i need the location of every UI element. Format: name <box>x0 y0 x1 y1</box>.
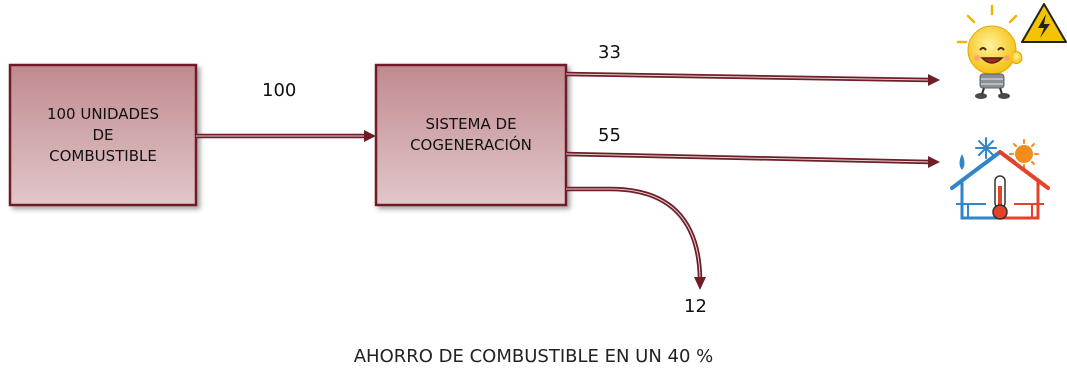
fuel-units-label-line-1: 100 UNIDADES <box>46 104 160 123</box>
heat-flow-arrow <box>565 151 940 168</box>
cogeneration-system-box-label: SISTEMA DE COGENERACIÓN <box>376 65 566 205</box>
fuel-units-box-label: 100 UNIDADES DE COMBUSTIBLE <box>10 65 196 205</box>
electricity-flow-value: 33 <box>598 42 621 63</box>
house-with-sun-snowflake-thermometer-icon <box>950 137 1050 220</box>
losses-flow-arrow <box>566 186 706 290</box>
smiling-lightbulb-with-high-voltage-sign-icon <box>956 3 1067 99</box>
system-label-line-1: SISTEMA DE <box>425 115 517 133</box>
fuel-units-box <box>8 63 198 207</box>
losses-flow-value: 12 <box>684 296 707 317</box>
fuel-units-label-line-3: COMBUSTIBLE <box>49 146 157 165</box>
electricity-flow-arrow <box>565 71 940 86</box>
input-flow-arrow <box>196 130 376 142</box>
input-flow-value: 100 <box>262 80 297 101</box>
cogeneration-system-box <box>374 63 568 207</box>
heat-flow-value: 55 <box>598 125 621 146</box>
system-label-line-2: COGENERACIÓN <box>410 136 532 154</box>
fuel-units-label-line-2: DE <box>92 125 114 144</box>
fuel-savings-caption: AHORRO DE COMBUSTIBLE EN UN 40 % <box>353 346 714 367</box>
